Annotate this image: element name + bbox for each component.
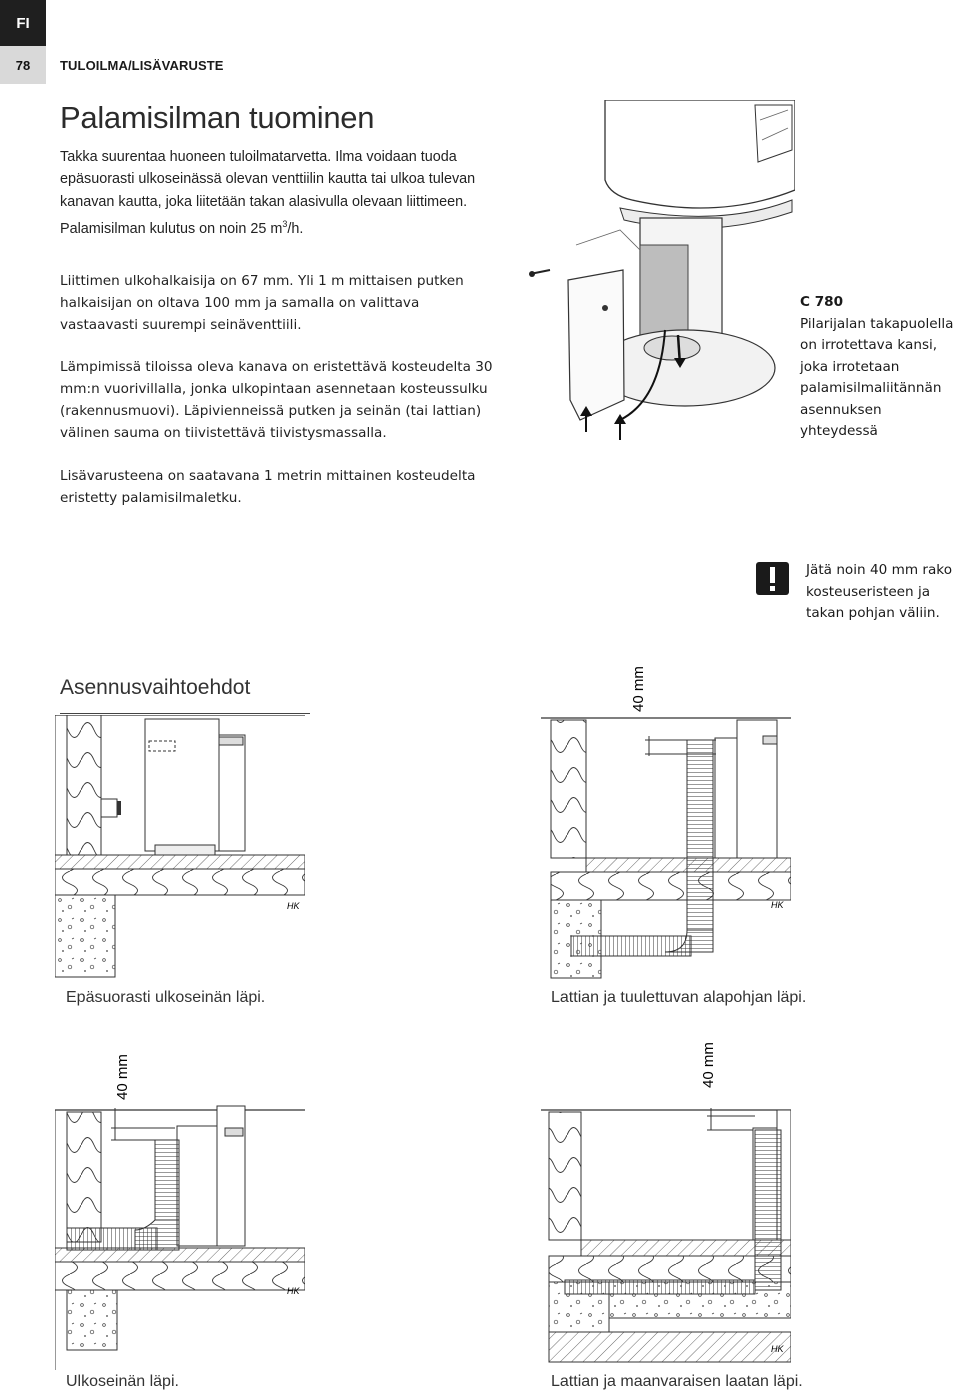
caption-option-2: Lattian ja tuulettuvan alapohjan läpi. xyxy=(551,989,807,1006)
warning-text: Jätä noin 40 mm rako kosteuseristeen ja … xyxy=(806,562,953,621)
page-number: 78 xyxy=(0,46,46,84)
installation-heading: Asennusvaihtoehdot xyxy=(60,676,251,699)
paragraph-accessory: Lisävarusteena on saatavana 1 metrin mit… xyxy=(60,468,476,506)
floor-label: HK xyxy=(771,900,784,910)
dimension-label: 40 mm xyxy=(114,1054,131,1100)
heading-rule xyxy=(60,713,310,714)
fireplace-cover-illustration xyxy=(529,100,795,440)
floor-label: HK xyxy=(771,1344,784,1354)
page-title: Palamisilman tuominen xyxy=(60,100,375,135)
paragraph-intro: Takka suurentaa huoneen tuloilmatarvetta… xyxy=(60,149,476,238)
paragraph-insulation: Lämpimissä tiloissa oleva kanava on eris… xyxy=(60,359,493,441)
floor-label: HK xyxy=(287,1286,300,1296)
section-heading: TULOILMA/LISÄVARUSTE xyxy=(60,58,224,73)
diagram-ventilated-floor: 40 mm HK xyxy=(541,666,791,979)
floor-label: HK xyxy=(287,901,300,911)
caption-option-3: Ulkoseinän läpi. xyxy=(66,1373,179,1390)
paragraph-connector: Liittimen ulkohalkaisija on 67 mm. Yli 1… xyxy=(60,273,464,333)
diagram-indirect-wall: HK xyxy=(55,715,305,978)
figure-label: C 780 xyxy=(800,294,844,310)
language-tab: FI xyxy=(0,0,46,46)
diagram-ground-slab: 40 mm HK xyxy=(541,1042,791,1363)
dimension-label: 40 mm xyxy=(630,666,647,712)
exclamation-icon xyxy=(756,562,789,595)
figure-text: Pilarijalan takapuolella on irrotettava … xyxy=(800,315,954,440)
caption-option-4: Lattian ja maanvaraisen laatan läpi. xyxy=(551,1373,803,1390)
caption-option-1: Epäsuorasti ulkoseinän läpi. xyxy=(66,989,266,1006)
diagram-outer-wall: 40 mm HK xyxy=(55,1054,305,1370)
figure-caption-c780: C 780 Pilarijalan takapuolella on irrote… xyxy=(800,292,960,443)
dimension-label: 40 mm xyxy=(700,1042,717,1088)
